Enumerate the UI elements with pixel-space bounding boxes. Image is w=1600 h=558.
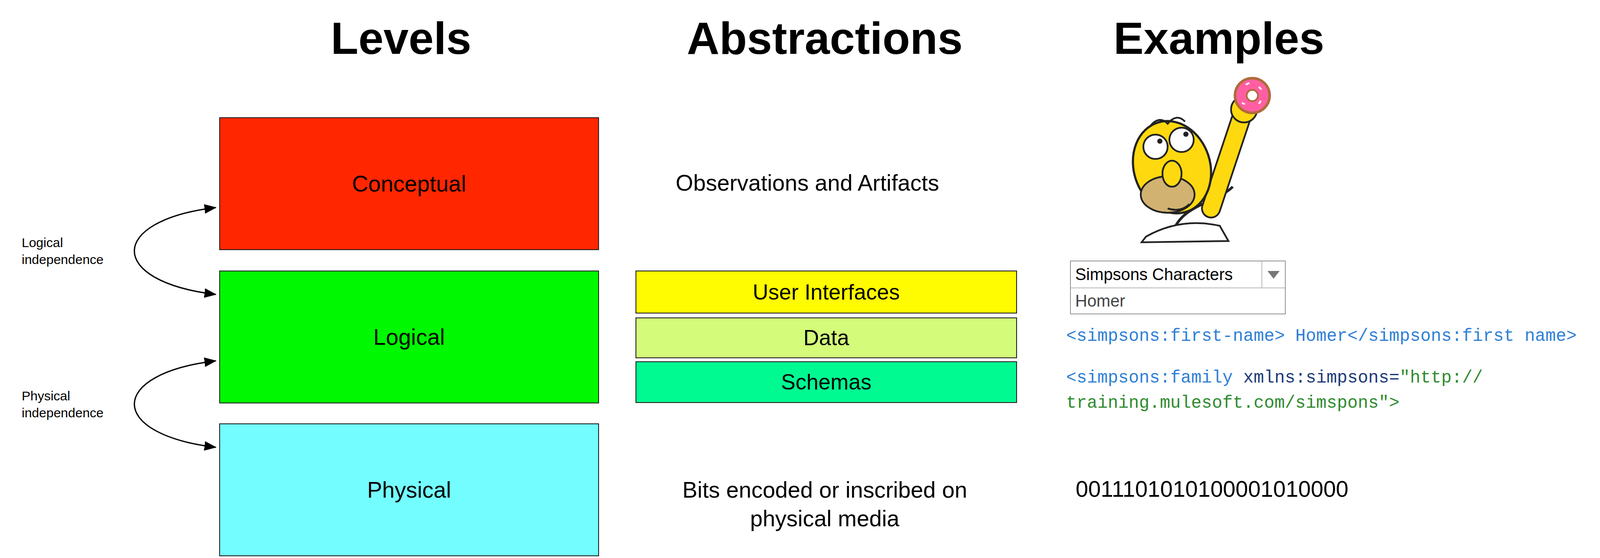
abstraction-box: Data (635, 317, 1018, 359)
box-label: User Interfaces (752, 279, 900, 305)
drawing-part (1169, 127, 1194, 152)
abstraction-text: Observations and Artifacts (633, 169, 982, 197)
drawing-part (1211, 117, 1242, 209)
level-box: Conceptual (219, 117, 600, 251)
drawing-part (1211, 117, 1242, 209)
code-example: <simpsons:familyxmlns:simpsons="http:// … (1066, 365, 1505, 416)
code-tag: <simpsons:family (1066, 368, 1233, 388)
box-label: Schemas (780, 369, 872, 395)
box-label: Logical (373, 323, 445, 350)
drawing-part (1234, 78, 1270, 113)
level-box: Physical (219, 423, 600, 557)
drawing-part (1162, 160, 1182, 187)
dropdown-arrow (1261, 261, 1285, 288)
drawing-part (1141, 223, 1229, 243)
drawing-part (1241, 82, 1262, 105)
box-label: Physical (367, 476, 452, 503)
independence-arrow (134, 360, 217, 448)
column-heading: Examples (1045, 12, 1393, 65)
code-attribute: xmlns:simpsons= (1243, 368, 1400, 388)
drawing-part (1246, 89, 1258, 102)
independence-arrow (134, 207, 217, 295)
drawing-part (1121, 110, 1223, 224)
drawing-part (1157, 138, 1163, 144)
dropdown-header: Simpsons Characters (1070, 261, 1285, 289)
abstraction-box: User Interfaces (635, 270, 1018, 314)
abstraction-text: Bits encoded or inscribed on physical me… (651, 475, 999, 533)
drawing-part (1167, 204, 1190, 210)
homer (1121, 78, 1270, 243)
drawing-part (1143, 134, 1168, 159)
bit-string: 0011101010100001010000 (1075, 475, 1349, 502)
drawing-part (1183, 131, 1189, 137)
abstraction-box: Schemas (635, 361, 1018, 403)
dropdown-title: Simpsons Characters (1070, 265, 1262, 284)
drawing-part (1150, 117, 1186, 126)
dropdown-widget: Simpsons CharactersHomer (1069, 260, 1286, 315)
edge-label: Physical independence (21, 387, 109, 422)
level-box: Logical (219, 270, 600, 404)
box-label: Conceptual (352, 170, 467, 197)
arrow-triangle (1267, 270, 1280, 279)
code-example: <simpsons:first-name> Homer</simpsons:fi… (1066, 326, 1577, 346)
column-heading: Levels (270, 12, 532, 65)
column-heading: Abstractions (651, 12, 999, 65)
edge-label: Logical independence (21, 233, 109, 268)
dropdown-option: Homer (1070, 288, 1285, 314)
box-label: Data (803, 325, 850, 351)
